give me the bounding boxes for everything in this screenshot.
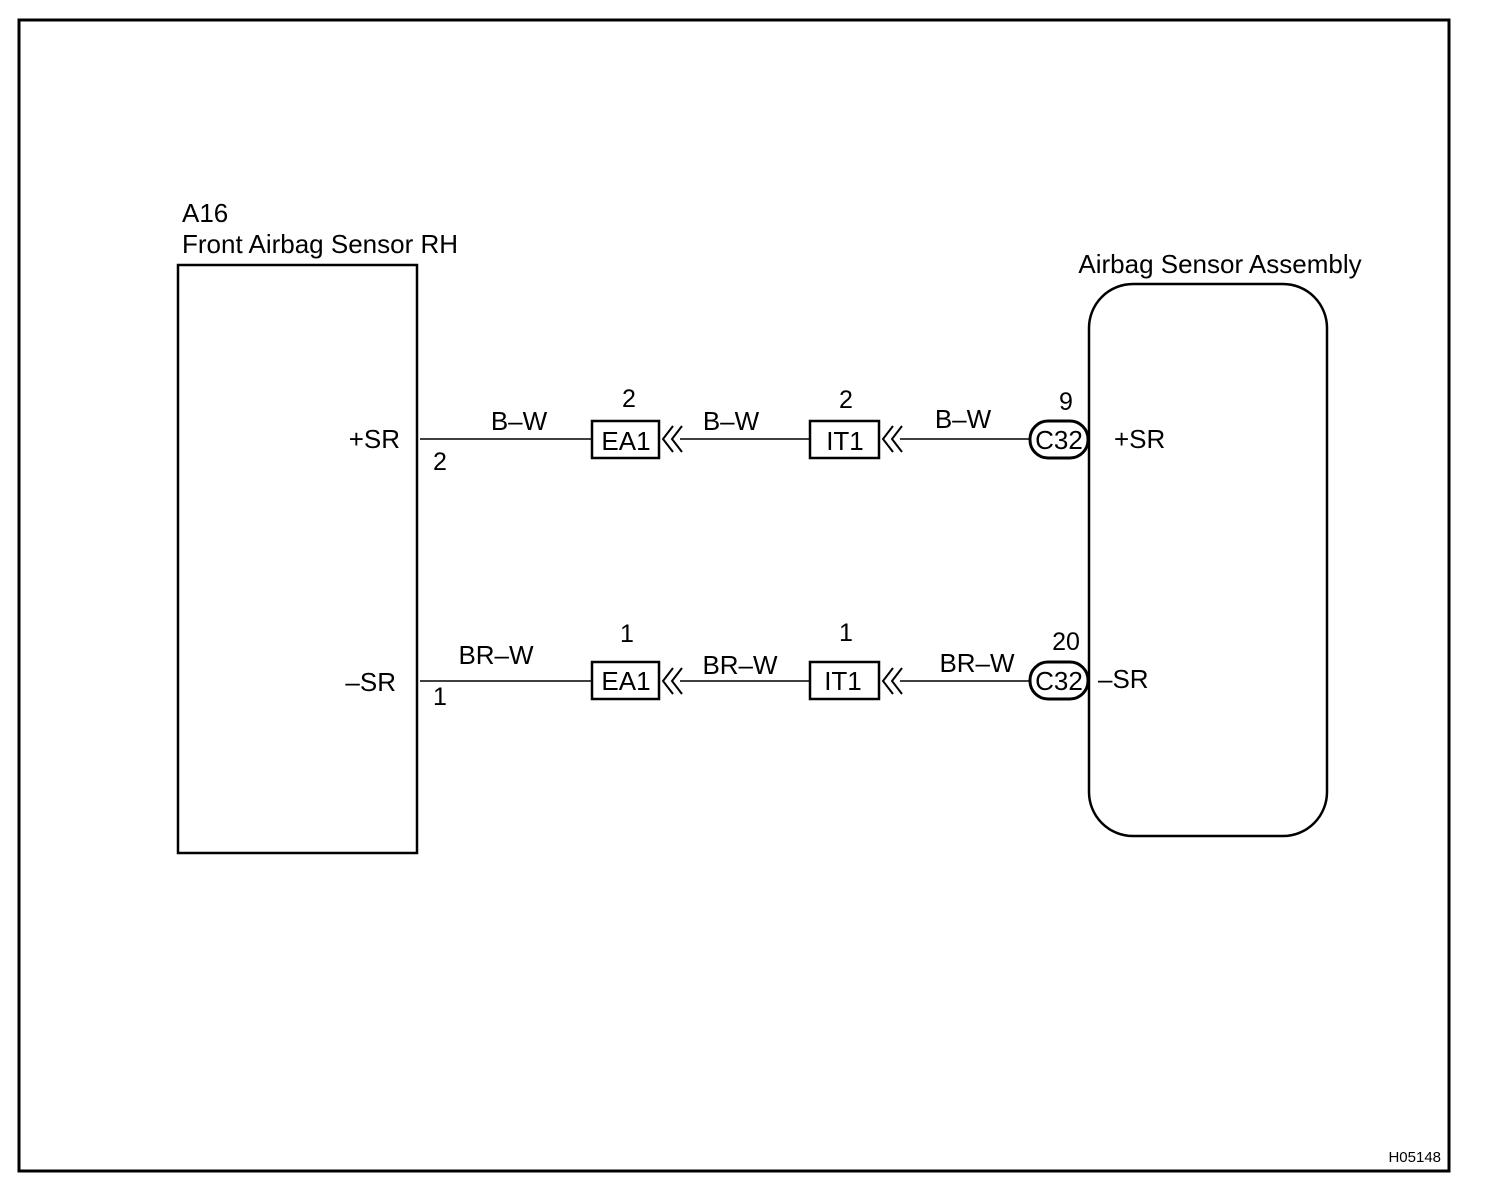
connector-ea1-pin: 1 bbox=[620, 620, 634, 648]
right-terminal-minus-sr: –SR bbox=[1098, 664, 1149, 694]
connector-chevron bbox=[890, 425, 903, 453]
connector-c32-oval bbox=[1028, 419, 1090, 460]
connector-ea1-label: EA1 bbox=[601, 666, 650, 696]
connector-chevron bbox=[881, 425, 894, 453]
wire-color-label: BR–W bbox=[939, 648, 1015, 678]
connector-c32-pin: 20 bbox=[1052, 628, 1080, 656]
connector-c32-oval bbox=[1028, 660, 1090, 701]
left-component-code: A16 bbox=[182, 198, 228, 228]
connector-chevron bbox=[661, 667, 674, 695]
right-component-box bbox=[1087, 282, 1329, 838]
right-terminal-plus-sr: +SR bbox=[1114, 424, 1165, 454]
connector-c32-label: C32 bbox=[1035, 666, 1083, 696]
connector-c32-label: C32 bbox=[1035, 425, 1083, 455]
diagram-frame bbox=[17, 18, 1451, 1173]
left-pin-plus-sr: 2 bbox=[433, 448, 447, 476]
connector-chevron bbox=[890, 667, 903, 695]
wire-color-label: BR–W bbox=[458, 640, 534, 670]
left-pin-minus-sr: 1 bbox=[433, 683, 447, 711]
diagram-id: H05148 bbox=[1388, 1149, 1441, 1166]
circuit-minus-sr: BR–W BR–W BR–W EA1 1 IT1 1 C32 20 bbox=[420, 619, 1090, 701]
connector-it1-label: IT1 bbox=[826, 426, 864, 456]
left-component-name: Front Airbag Sensor RH bbox=[182, 229, 458, 259]
connector-ea1-box bbox=[590, 419, 661, 460]
wire-color-label: B–W bbox=[703, 406, 760, 436]
connector-chevron bbox=[881, 667, 894, 695]
connector-chevron bbox=[661, 425, 674, 453]
connector-ea1-label: EA1 bbox=[601, 426, 650, 456]
connector-it1-label: IT1 bbox=[824, 666, 862, 696]
left-terminal-plus-sr: +SR bbox=[349, 424, 400, 454]
connector-it1-pin: 2 bbox=[839, 386, 853, 414]
connector-ea1-pin: 2 bbox=[622, 385, 636, 413]
connector-chevron bbox=[670, 667, 683, 695]
wire-color-label: B–W bbox=[935, 404, 992, 434]
connector-it1-box bbox=[808, 660, 881, 701]
right-component-name: Airbag Sensor Assembly bbox=[1078, 249, 1361, 279]
circuit-plus-sr: B–W B–W B–W EA1 2 IT1 2 C32 9 bbox=[420, 385, 1090, 460]
connector-it1-box bbox=[808, 419, 881, 460]
wire-color-label: BR–W bbox=[702, 650, 778, 680]
left-terminal-minus-sr: –SR bbox=[345, 667, 396, 697]
connector-c32-pin: 9 bbox=[1059, 388, 1073, 416]
connector-ea1-box bbox=[590, 660, 661, 701]
connector-chevron bbox=[670, 425, 683, 453]
connector-it1-pin: 1 bbox=[839, 619, 853, 647]
wire-color-label: B–W bbox=[491, 406, 548, 436]
left-component-box bbox=[176, 263, 419, 855]
